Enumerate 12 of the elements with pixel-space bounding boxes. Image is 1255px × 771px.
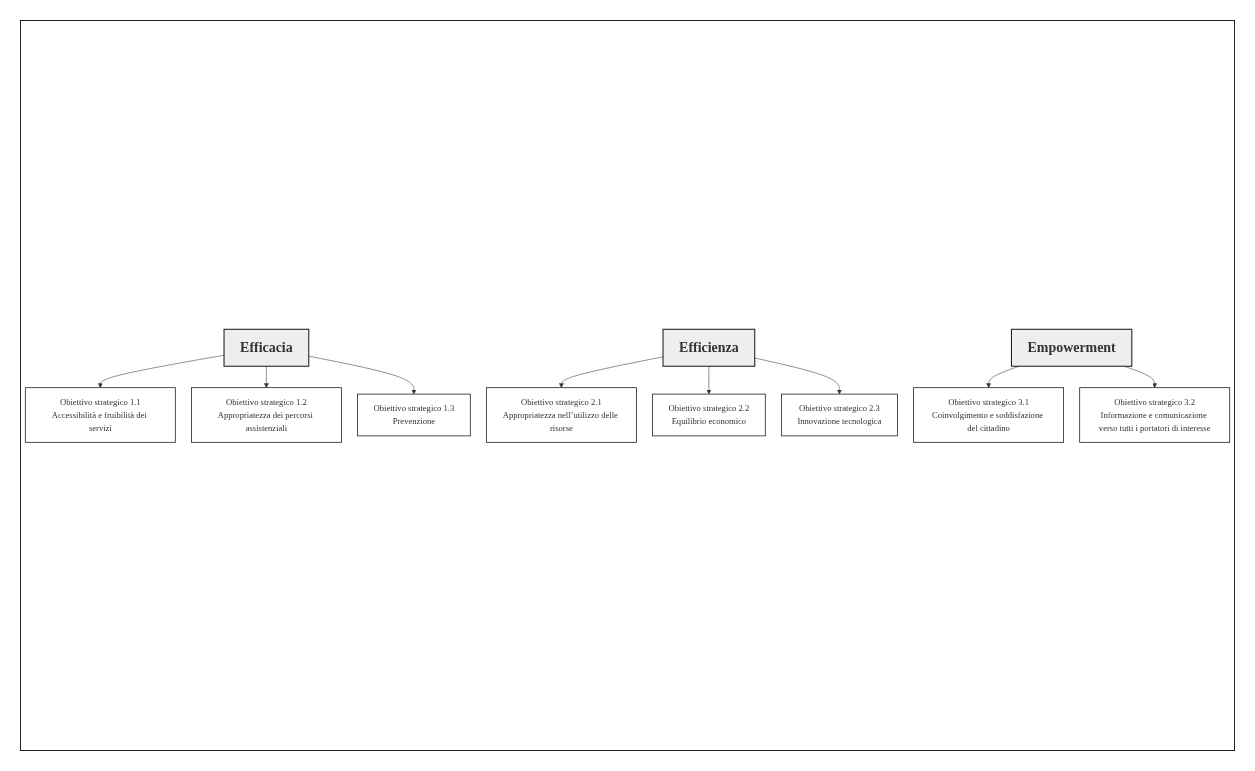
node-box: [1079, 386, 1231, 443]
node-box: [24, 386, 176, 443]
node-box: [357, 393, 471, 436]
node-box: [913, 386, 1064, 443]
node-box: [1010, 328, 1133, 367]
frame-border: Efficacia Obiettivo strategico 1.1 Accessibilità e fruibilità dei servizi Obiettivo strategico 1.2 Appropriatezza dei percorsi assistenziali Obiettivo strategico 1.3 Prevenzione Efficienza Obiettivo strategico 2.1 Appropriatezza nell’utilizzo delle risorse Obiettivo strategico 2.2 Equilibrio economico Obiettivo strategico 2.3 Innovazione tecnologica Empowerment Obiettivo strategico 3.1 Coinvolgimento e soddisfazione del cittadino Obiettivo strategico 3.2 Informazione e comunicazione verso tutti i portatori di interesse: [20, 20, 1235, 751]
node-box: [652, 393, 766, 436]
node-box: [486, 386, 637, 443]
node-box: [223, 328, 310, 367]
node-box: [191, 386, 342, 443]
node-box: [662, 328, 756, 367]
node-box: [780, 393, 898, 436]
